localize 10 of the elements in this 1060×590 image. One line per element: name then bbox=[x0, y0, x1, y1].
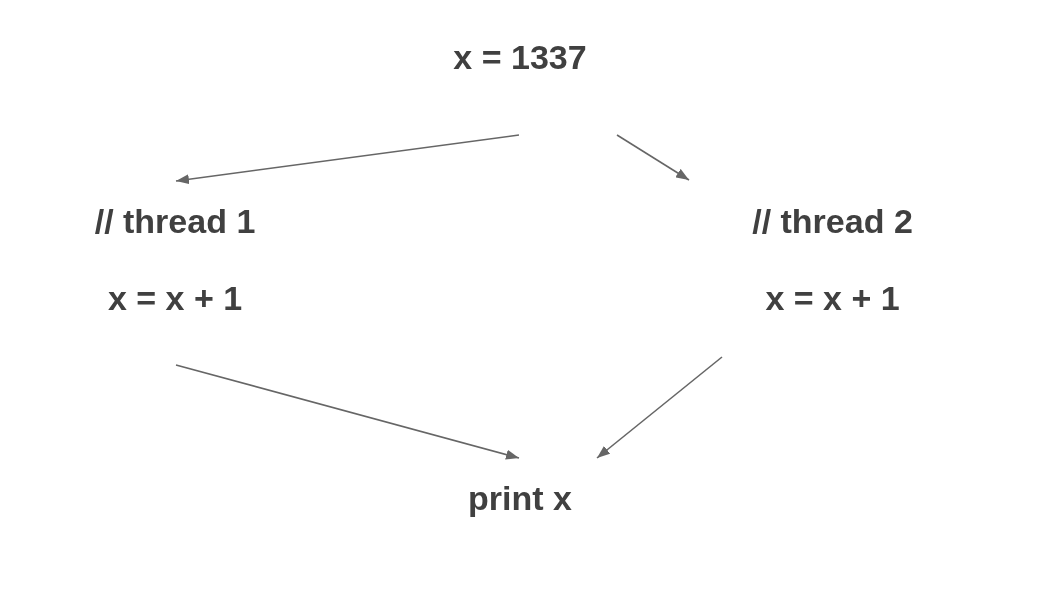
comment-text: // thread 2 bbox=[752, 204, 913, 238]
code-text: x = x + 1 bbox=[765, 281, 900, 315]
arrow bbox=[175, 364, 520, 460]
arrow bbox=[175, 134, 520, 185]
comment-text: // thread 1 bbox=[94, 204, 256, 238]
arrow bbox=[616, 134, 690, 181]
code-text: x = x + 1 bbox=[107, 281, 243, 315]
code-text: x = 1337 bbox=[453, 40, 587, 74]
arrow bbox=[596, 356, 723, 459]
code-text: print x bbox=[468, 481, 572, 515]
